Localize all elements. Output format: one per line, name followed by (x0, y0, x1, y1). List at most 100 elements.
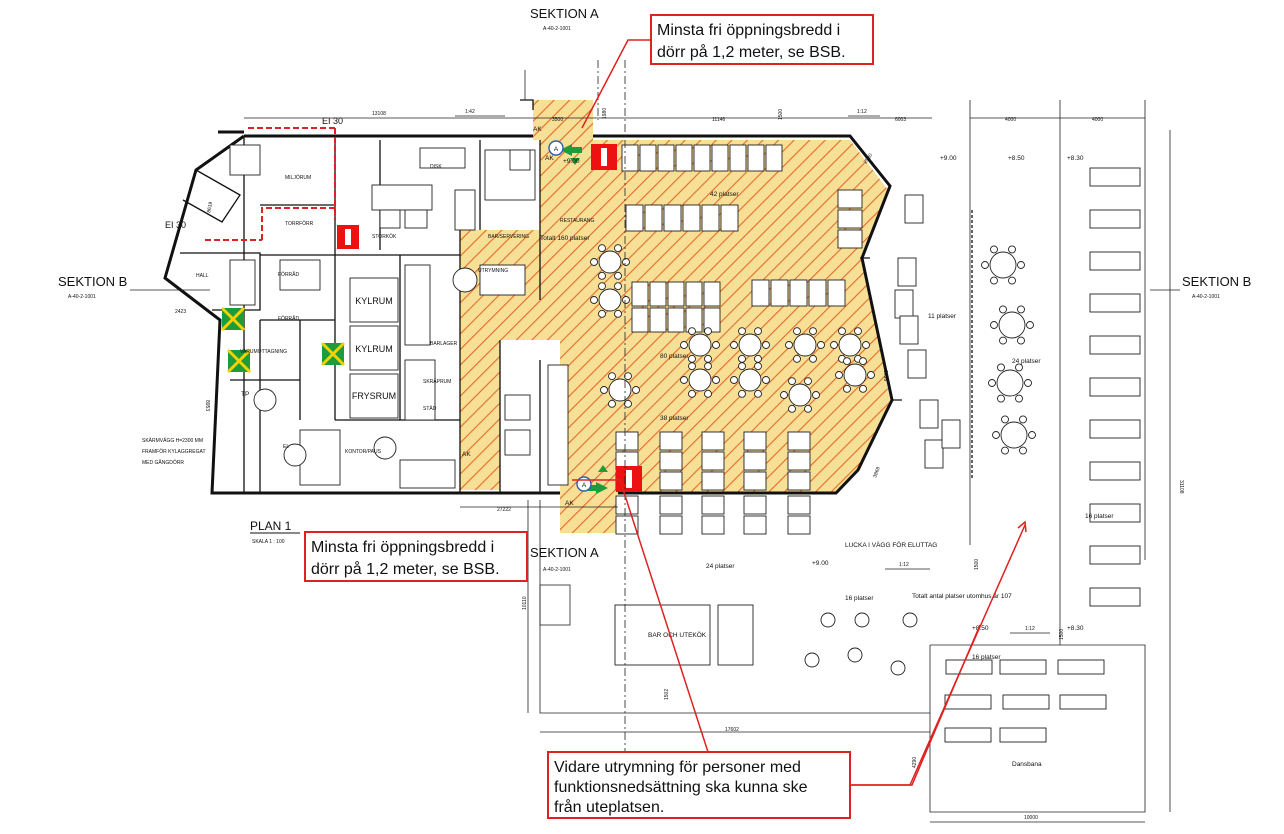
bench (999, 727, 1047, 743)
chair (738, 362, 746, 371)
dimension: 2530 (863, 152, 874, 165)
chair (843, 357, 851, 366)
table-seat (711, 144, 729, 172)
table-seat (747, 144, 765, 172)
exit-sign-icon (220, 306, 246, 332)
table-seat (808, 279, 827, 307)
chair (622, 296, 630, 304)
chair (614, 271, 622, 280)
chair (830, 341, 838, 349)
round-table (1000, 421, 1028, 449)
table-seat (787, 451, 811, 471)
bench (1089, 377, 1141, 397)
bench (1089, 545, 1141, 565)
chair (843, 384, 851, 393)
table-seat (701, 204, 720, 232)
slope-label: 1:42 (465, 109, 475, 115)
table-seat (639, 144, 657, 172)
table-seat (663, 204, 682, 232)
section-markers: SEKTION A A-40-2-1001 SEKTION A A-40-2-1… (58, 6, 1251, 780)
round-table (838, 333, 862, 357)
table-seat (667, 307, 685, 333)
chair (614, 244, 622, 253)
callout-evacuation: Vidare utrymning för personer med funkti… (547, 751, 851, 819)
chair (624, 399, 632, 408)
table-seat (701, 471, 725, 491)
bench (1002, 694, 1050, 710)
table-seat (659, 495, 683, 515)
slope-label: 1:12 (1025, 626, 1035, 632)
chair (1017, 305, 1025, 314)
chair (598, 244, 606, 253)
table-seat (649, 281, 667, 307)
room-dansbana: Dansbana (1012, 761, 1042, 768)
table-seat (765, 144, 783, 172)
marker-ak: AK (462, 451, 471, 458)
chair (730, 341, 738, 349)
chair (867, 371, 875, 379)
seat-count: 16 platser (972, 654, 1001, 661)
room-label: STÄD (423, 405, 437, 412)
slopes: 1:42 1:12 1:12 1:12 (455, 109, 1050, 634)
table-seat (649, 307, 667, 333)
round-table (854, 612, 870, 628)
exit-arrow-icon (560, 144, 582, 156)
chair (754, 354, 762, 363)
bench (1089, 503, 1141, 523)
table-seat (827, 279, 846, 307)
table-seat (631, 281, 649, 307)
callout-text: dörr på 1,2 meter, se BSB. (657, 43, 846, 61)
table-seat (837, 189, 863, 209)
bench (907, 349, 927, 379)
level: +9.00 (812, 560, 829, 567)
chair (688, 362, 696, 371)
round-table (804, 652, 820, 668)
level: +8.30 (1067, 155, 1084, 162)
chair (990, 245, 998, 254)
chair (788, 377, 796, 386)
chair (1028, 431, 1036, 439)
bench (894, 289, 914, 319)
chair (785, 341, 793, 349)
round-table (820, 612, 836, 628)
callout-text: Minsta fri öppningsbredd i (657, 22, 840, 39)
seat-count: 11 platser (928, 313, 957, 320)
chair (859, 384, 867, 393)
exit-arrow-icon (570, 158, 580, 165)
table-seat (615, 495, 639, 515)
note-totalt-inne: Totalt 160 platser (540, 235, 590, 242)
round-table (998, 311, 1026, 339)
dimension: 27222 (497, 507, 511, 513)
chair (780, 391, 788, 399)
bench (1057, 659, 1105, 675)
bench (941, 419, 961, 449)
section-b-label: SEKTION B (1182, 274, 1251, 289)
room-label: FÖRRÅD (278, 315, 300, 322)
chair (1015, 394, 1023, 403)
room-label: SKRÄPRUM (423, 378, 451, 385)
kitchen-equipment (229, 144, 569, 489)
seat-count: 16 platser (1085, 513, 1114, 520)
marker-ak: AK (545, 155, 554, 162)
table-seat (787, 471, 811, 491)
callout-text: Vidare utrymning för personer med (554, 759, 801, 776)
bench (897, 257, 917, 287)
dimension: 17602 (725, 727, 739, 733)
bench (904, 194, 924, 224)
table-seat (743, 515, 767, 535)
chair (990, 321, 998, 329)
chair (999, 336, 1007, 345)
table-seat (621, 144, 639, 172)
small-room-labels: MILJÖRUM TORRFÖRR HALL FÖRRÅD FÖRRÅD STO… (196, 164, 594, 455)
table-seat (701, 515, 725, 535)
chair (817, 341, 825, 349)
round-table (843, 363, 867, 387)
chair (812, 391, 820, 399)
dimension: 8953 (204, 400, 210, 411)
chair (600, 386, 608, 394)
callout-text: funktionsnedsättning ska kunna ske (554, 779, 808, 796)
fire-label-ei30: EI 30 (322, 116, 343, 126)
table-seat (789, 279, 808, 307)
bench (945, 659, 993, 675)
fire-label-ei30: EI 30 (165, 220, 186, 230)
